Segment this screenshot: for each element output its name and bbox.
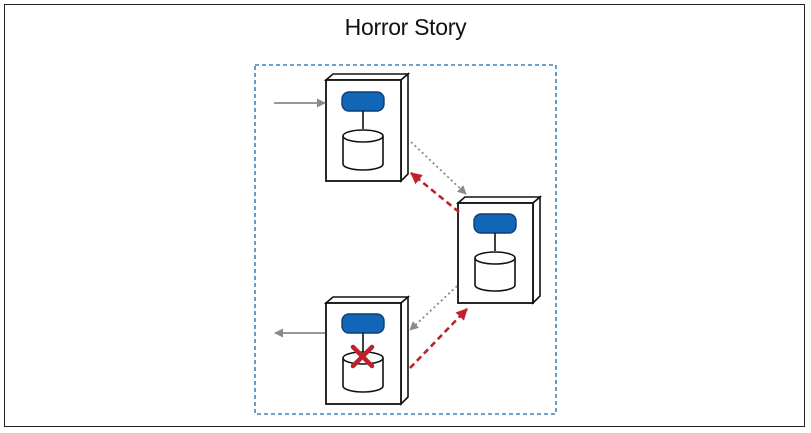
red-sync-arrow-node2-to-node1 [410,171,460,214]
server-node-icon [455,195,543,305]
database-cylinder-icon [474,251,516,292]
server-node-icon [323,72,411,183]
red-sync-arrow-node3-to-node2 [409,308,468,369]
server-node-icon [323,295,411,406]
replication-arrow-node1-to-node2 [410,141,467,195]
service-pill-icon [341,91,385,112]
service-pill-icon [473,213,517,234]
replication-arrow-node2-to-node3 [409,285,458,331]
cluster-boundary [254,64,557,415]
database-cylinder-icon [342,129,384,171]
diagram-title: Horror Story [344,14,467,40]
service-pill-icon [341,313,385,334]
red-x-icon [350,344,375,369]
